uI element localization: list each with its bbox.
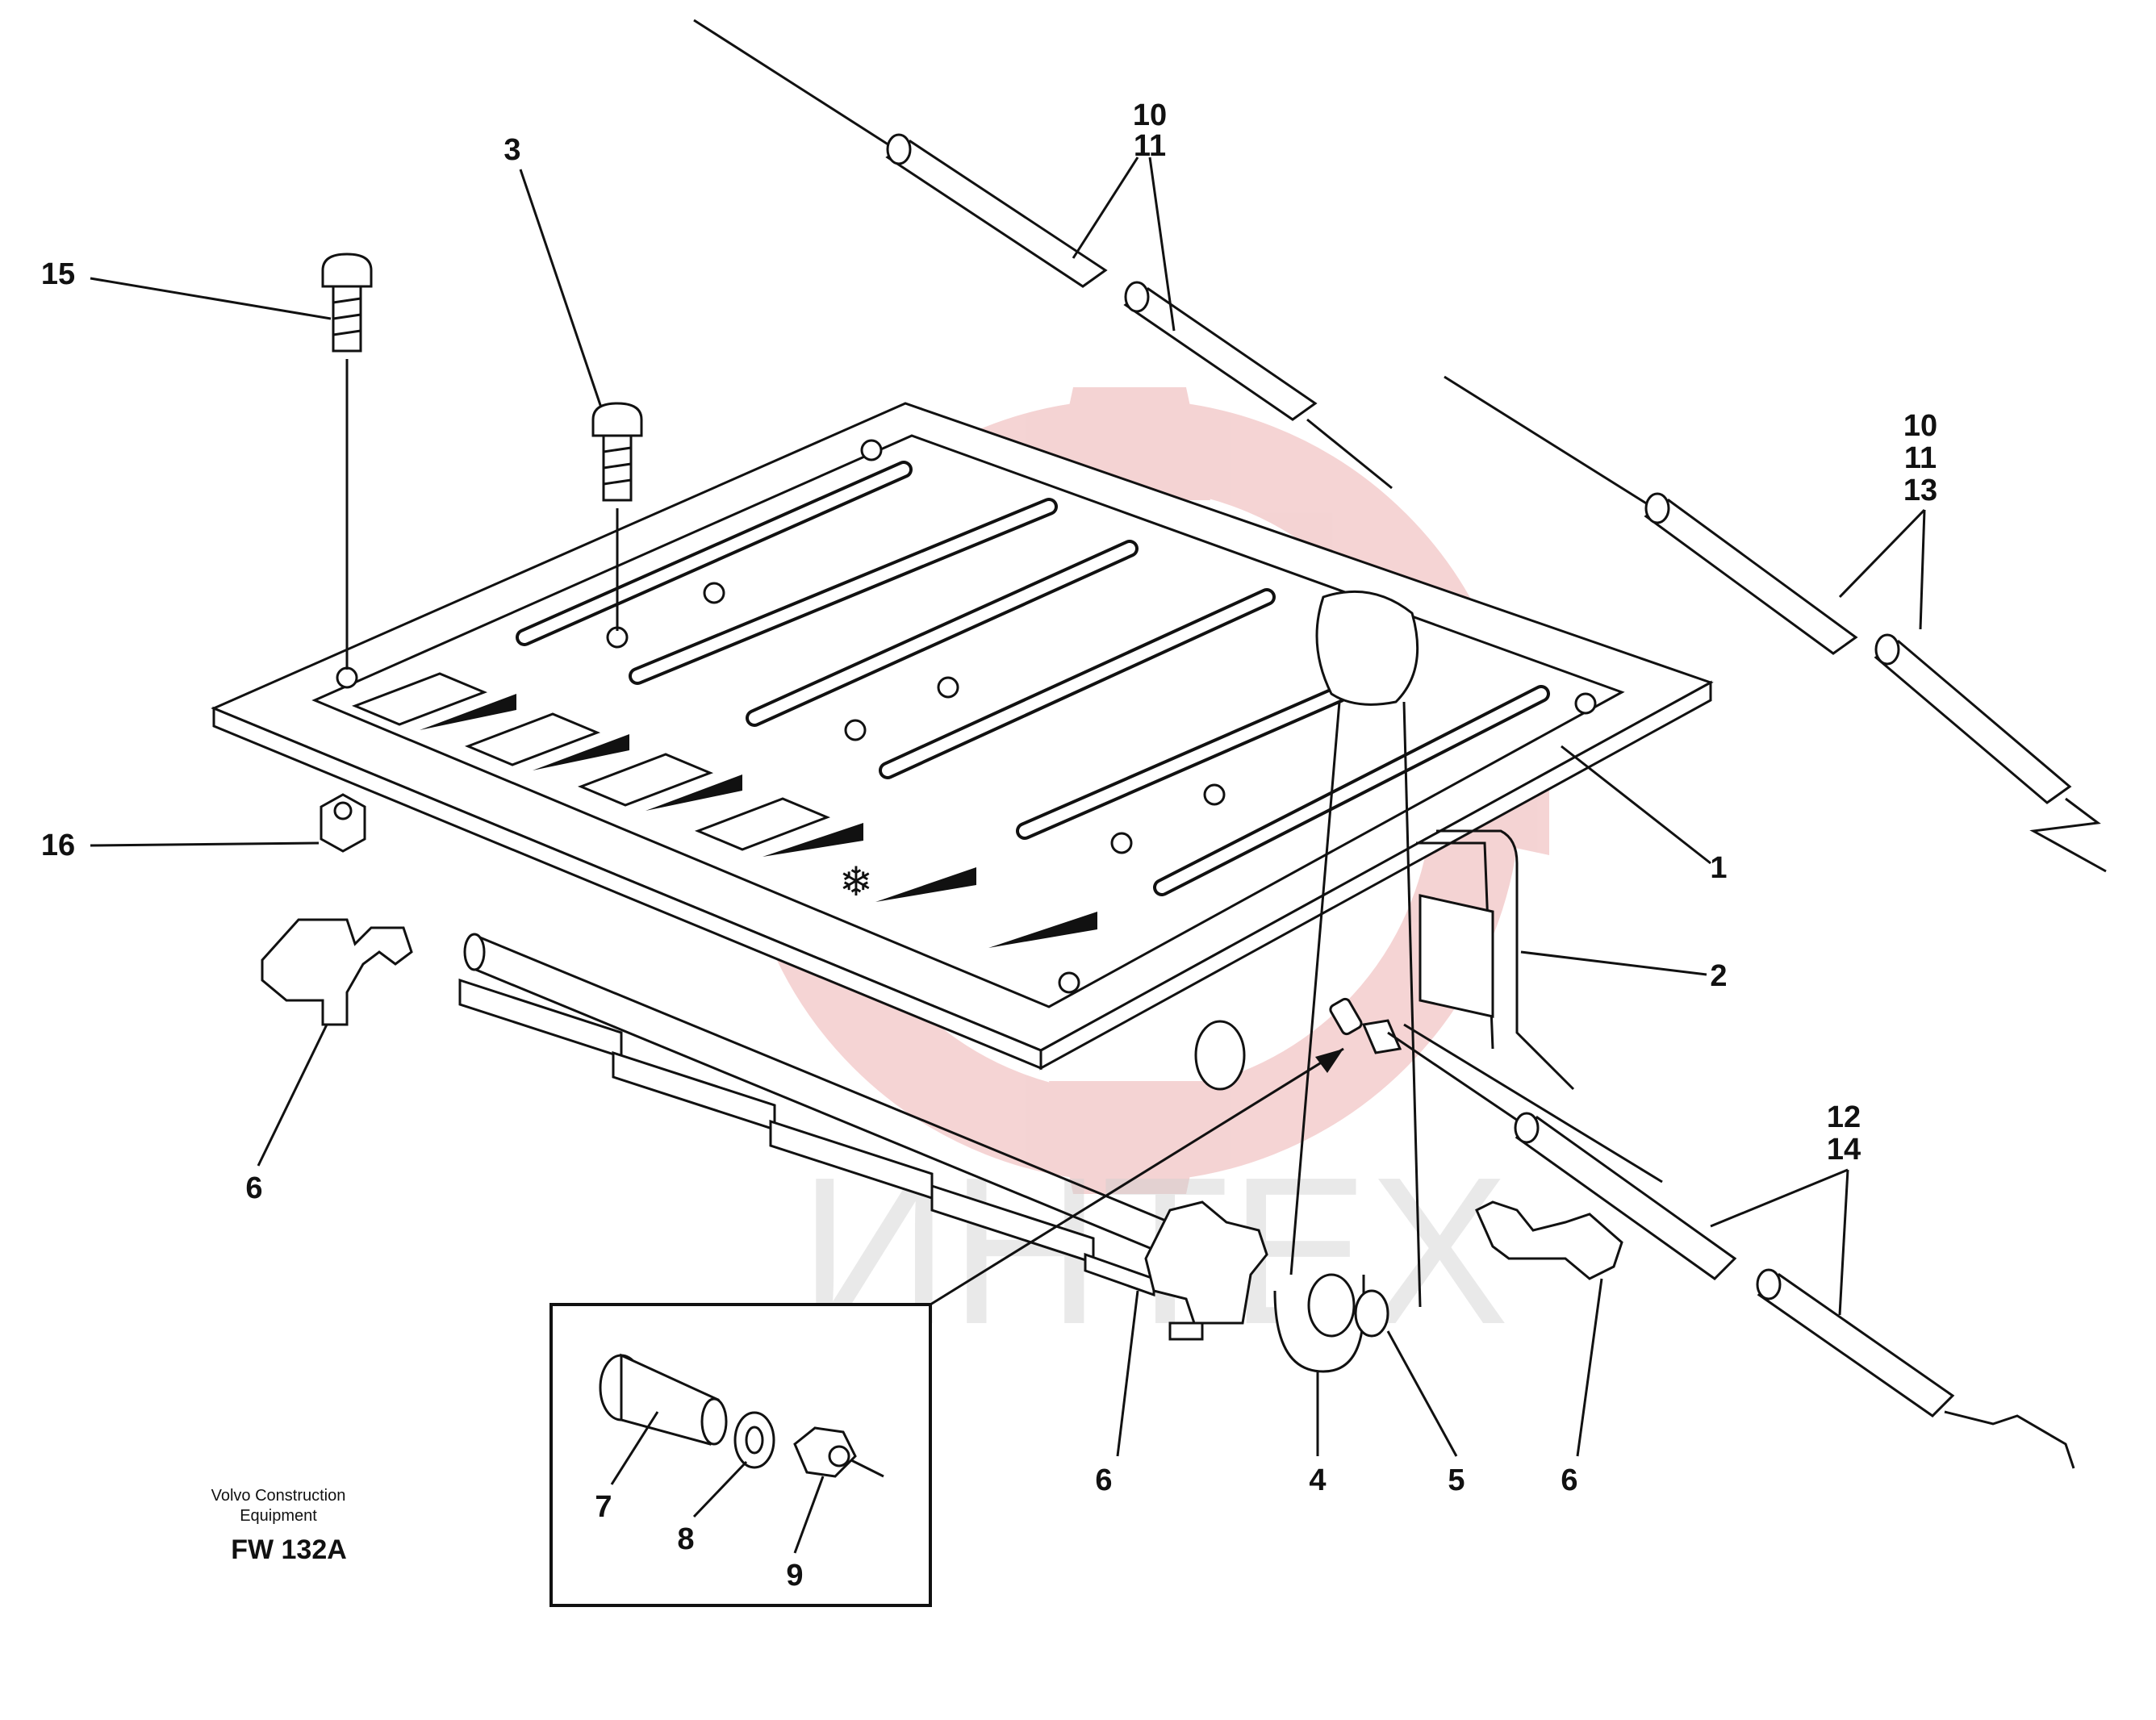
- callout-6-left: 6: [245, 1171, 262, 1205]
- panel-symbols: ❄: [351, 672, 1097, 948]
- panel-slots: [516, 461, 1550, 896]
- nut-16: [320, 793, 366, 853]
- callout-1: 1: [1710, 851, 1727, 885]
- bracket: [1194, 829, 1575, 1091]
- lever: [1273, 1273, 1389, 1373]
- washer-8: [733, 1411, 775, 1469]
- inset-detail: [549, 1047, 1344, 1607]
- panel-holes: [336, 439, 1597, 994]
- bolt-7: [599, 1353, 728, 1446]
- callout-3: 3: [503, 133, 520, 167]
- callout-9: 9: [786, 1559, 803, 1593]
- bracket-pin: [1329, 997, 1402, 1054]
- callout-6-right: 6: [1561, 1463, 1577, 1497]
- maker-line2: Equipment: [240, 1507, 317, 1525]
- callout-2: 2: [1710, 959, 1727, 993]
- nut-9: [793, 1426, 884, 1478]
- callout-10-upper: 10: [1133, 98, 1167, 132]
- cable-lower-right: [1387, 1023, 2075, 1469]
- roller: [1307, 1273, 1356, 1338]
- callout-10-right: 10: [1903, 409, 1937, 443]
- callout-15: 15: [41, 257, 75, 291]
- diagram-code: FW 132A: [231, 1534, 347, 1565]
- clamp-left: [261, 918, 413, 1026]
- maker-line1: Volvo Construction: [211, 1487, 346, 1505]
- callout-11-right: 11: [1904, 441, 1937, 475]
- callout-7: 7: [595, 1490, 612, 1524]
- callout-5: 5: [1448, 1463, 1464, 1497]
- callout-13: 13: [1903, 474, 1937, 507]
- lower-shaft: [458, 933, 1219, 1297]
- callout-8: 8: [677, 1522, 694, 1556]
- callout-14: 14: [1827, 1133, 1861, 1167]
- screw-15: [321, 253, 373, 670]
- callout-12: 12: [1827, 1100, 1861, 1134]
- callout-4: 4: [1309, 1463, 1326, 1497]
- callout-11-upper: 11: [1134, 129, 1166, 163]
- cable-right: [1444, 375, 2107, 873]
- knob: [1289, 590, 1422, 1308]
- control-panel: ❄: [211, 402, 1714, 1308]
- screw-3: [591, 402, 643, 631]
- callout-16: 16: [41, 829, 75, 862]
- clamp-mid: [1144, 1200, 1268, 1341]
- callout-6-mid: 6: [1095, 1463, 1112, 1497]
- leader-lines: [90, 157, 1926, 1554]
- clamp-right: [1475, 1200, 1623, 1280]
- snowflake-icon: ❄: [839, 859, 873, 904]
